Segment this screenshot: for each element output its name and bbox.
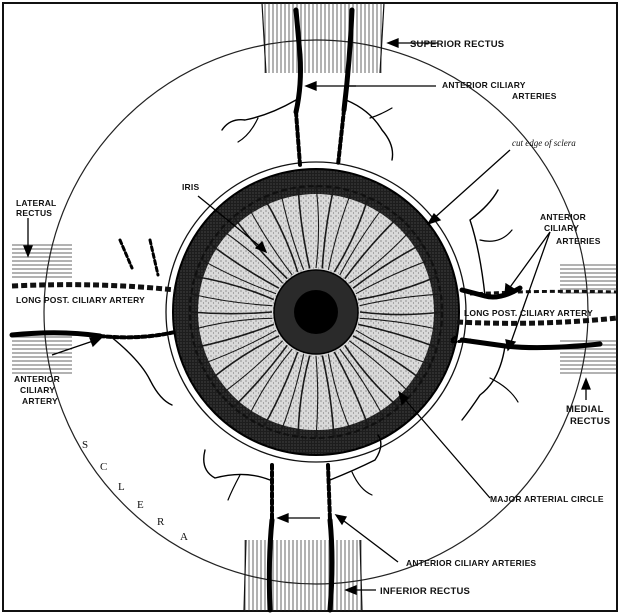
label-sclera-c: C	[100, 461, 108, 473]
superior-rectus-muscle	[262, 3, 384, 73]
label-superior-rectus: SUPERIOR RECTUS	[410, 39, 504, 50]
label-sclera-e: E	[137, 499, 145, 511]
label-anterior-ciliary-top-2: ARTERIES	[512, 91, 557, 101]
label-anterior-ciliary-bottom: ANTERIOR CILIARY ARTERIES	[406, 558, 536, 568]
label-sclera-r: R	[157, 516, 165, 528]
inferior-rectus-muscle	[244, 540, 362, 611]
label-sclera-s: S	[82, 439, 89, 451]
label-anterior-ciliary-right-1: ANTERIOR	[540, 212, 586, 222]
label-medial-rectus-2: RECTUS	[570, 416, 610, 427]
label-iris: IRIS	[182, 182, 199, 192]
label-anterior-ciliary-left-3: ARTERY	[22, 396, 58, 406]
label-medial-rectus-1: MEDIAL	[566, 404, 604, 415]
label-cut-edge-sclera: cut edge of sclera	[512, 138, 576, 148]
label-major-arterial-circle: MAJOR ARTERIAL CIRCLE	[490, 494, 604, 504]
label-sclera-l: L	[118, 481, 126, 493]
lateral-rectus-muscle	[12, 244, 72, 376]
label-anterior-ciliary-left-2: CILIARY	[20, 385, 55, 395]
label-long-post-ciliary-right: LONG POST. CILIARY ARTERY	[464, 308, 593, 318]
label-anterior-ciliary-right-3: ARTERIES	[556, 236, 601, 246]
label-inferior-rectus: INFERIOR RECTUS	[380, 586, 470, 597]
label-lateral-rectus-1: LATERAL	[16, 198, 56, 208]
label-sclera-a: A	[180, 531, 189, 543]
label-long-post-ciliary-left: LONG POST. CILIARY ARTERY	[16, 295, 145, 305]
label-anterior-ciliary-right-2: CILIARY	[544, 223, 579, 233]
label-lateral-rectus-2: RECTUS	[16, 208, 52, 218]
label-anterior-ciliary-left-1: ANTERIOR	[14, 374, 60, 384]
label-anterior-ciliary-top-1: ANTERIOR CILIARY	[442, 80, 526, 90]
